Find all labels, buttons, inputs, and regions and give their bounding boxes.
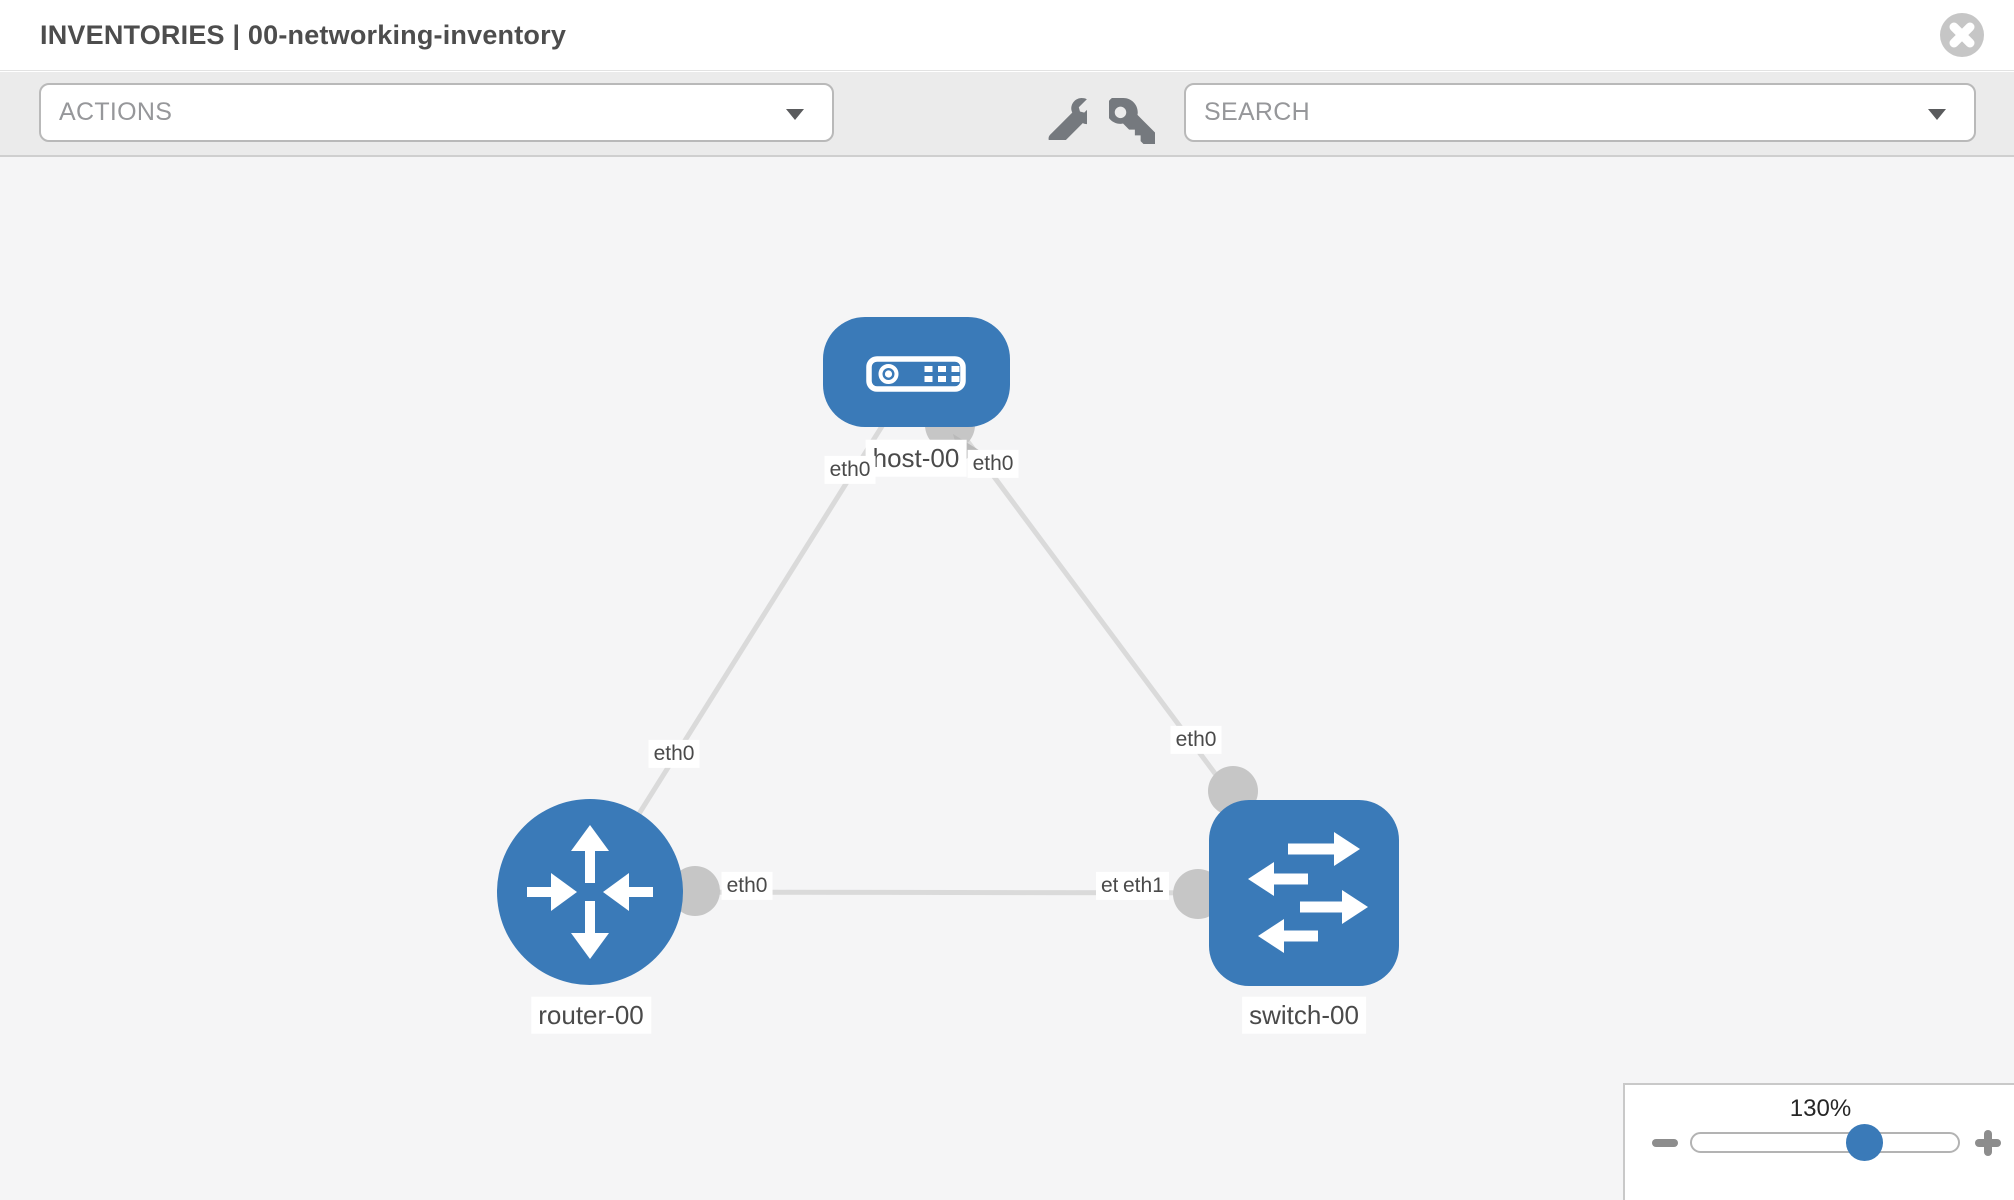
zoom-slider-track[interactable]	[1690, 1132, 1960, 1153]
interface-label: eth0	[824, 455, 876, 485]
host-icon	[866, 356, 966, 392]
chevron-down-icon	[786, 109, 804, 120]
interface-label: eth0	[648, 739, 700, 769]
header: INVENTORIES | 00-networking-inventory	[0, 0, 2014, 71]
interface-label: eth0	[1170, 725, 1222, 755]
router-icon	[527, 825, 653, 959]
close-button[interactable]	[1940, 13, 1984, 57]
close-icon	[1949, 22, 1975, 48]
toolbar: ACTIONS SEARCH	[0, 72, 2014, 157]
page-title: INVENTORIES | 00-networking-inventory	[40, 20, 567, 50]
zoom-in-plus-icon[interactable]	[1975, 1130, 2001, 1156]
zoom-slider-knob[interactable]	[1846, 1124, 1883, 1161]
node-host-00[interactable]	[823, 317, 1010, 427]
interface-label: eth1	[1118, 871, 1169, 901]
zoom-level-value: 130%	[1789, 1095, 1852, 1122]
node-switch-00[interactable]	[1209, 800, 1399, 986]
node-label-switch: switch-00	[1242, 996, 1366, 1034]
node-router-00[interactable]	[497, 799, 683, 985]
interface-label: eth0	[967, 449, 1019, 479]
search-dropdown[interactable]: SEARCH	[1184, 83, 1976, 142]
topology-canvas[interactable]: host-00 router-00 switch-00 eth0 eth0 et…	[0, 157, 2014, 1200]
zoom-out-minus-icon[interactable]	[1652, 1139, 1678, 1147]
key-icon[interactable]	[1109, 98, 1155, 144]
node-label-router: router-00	[531, 996, 651, 1034]
connector-router-right[interactable]	[670, 866, 720, 916]
actions-dropdown-label: ACTIONS	[59, 98, 173, 126]
node-label-host: host-00	[865, 439, 967, 477]
actions-dropdown[interactable]: ACTIONS	[39, 83, 834, 142]
chevron-down-icon	[1928, 109, 1946, 120]
wrench-icon[interactable]	[1045, 98, 1087, 140]
switch-icon	[1248, 832, 1368, 953]
search-dropdown-label: SEARCH	[1204, 98, 1310, 126]
interface-label: eth0	[721, 871, 773, 901]
interface-connectors	[670, 400, 1258, 919]
zoom-control-panel: 130%	[1623, 1083, 2014, 1200]
